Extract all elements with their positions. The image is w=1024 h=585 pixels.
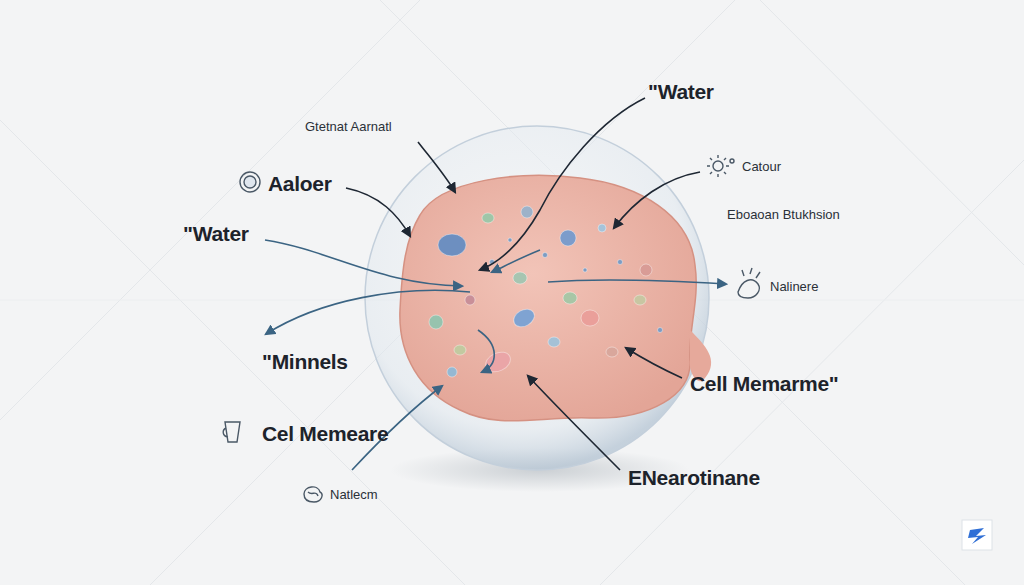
part-label: "Water — [648, 80, 714, 103]
part-label: Aaloer — [268, 172, 332, 195]
label-icons — [223, 155, 760, 502]
watermark-badge — [962, 520, 992, 550]
part-label: Cell Memarme" — [690, 372, 838, 395]
part-label: Eboaoan Btukhsion — [727, 208, 840, 222]
part-label: Nalinere — [770, 280, 818, 294]
part-label: "Water — [183, 222, 249, 245]
part-label: "Minnels — [262, 350, 348, 373]
cell-sphere — [365, 126, 709, 470]
part-label: ENearotinane — [628, 466, 760, 489]
cytoplasm — [400, 175, 696, 421]
part-label: Cel Memeare — [262, 422, 388, 445]
part-label: Catour — [742, 160, 781, 174]
leader-arrows — [265, 98, 726, 470]
part-label: Gtetnat Aarnatl — [305, 120, 392, 134]
part-label: Natlecm — [330, 488, 378, 502]
